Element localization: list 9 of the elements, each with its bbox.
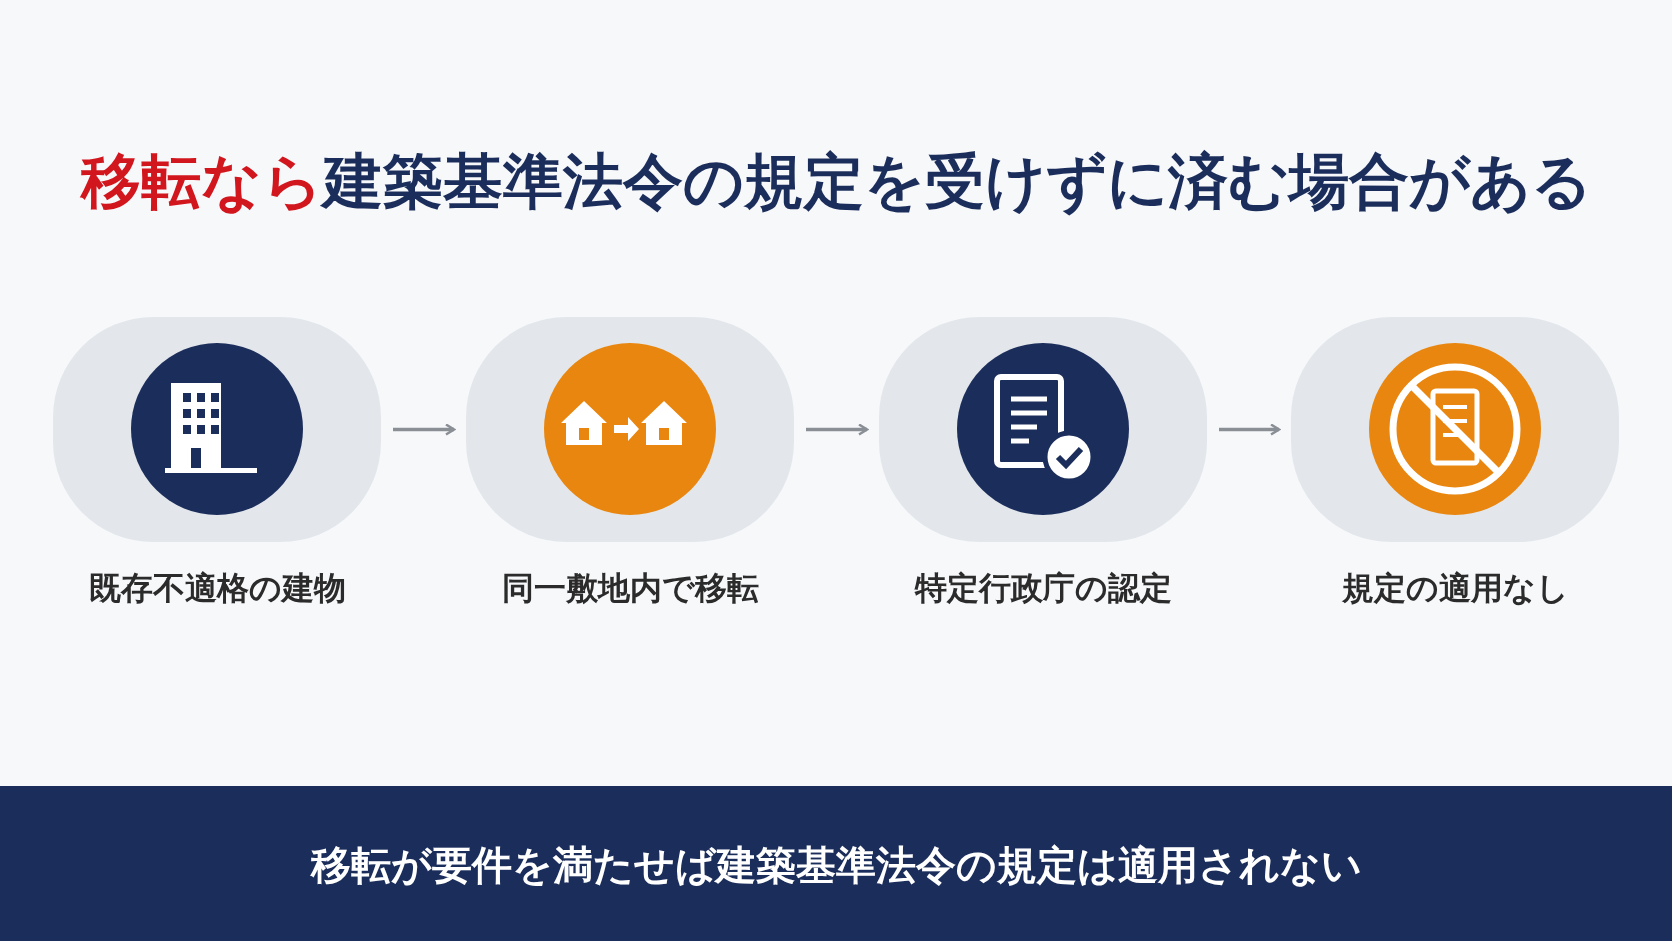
title: 移転なら建築基準法令の規定を受けずに済む場合がある [79, 145, 1593, 218]
step-label: 特定行政庁の認定 [913, 568, 1173, 609]
step-label: 既存不適格の建物 [87, 568, 347, 609]
step-label: 同一敷地内で移転 [500, 568, 760, 609]
arrow [806, 423, 869, 436]
arrow [1219, 423, 1281, 436]
arrow [393, 423, 456, 436]
step-label: 規定の適用なし [1340, 568, 1570, 609]
footer-text: 移転が要件を満たせば建築基準法令の規定は適用されない [309, 841, 1363, 890]
